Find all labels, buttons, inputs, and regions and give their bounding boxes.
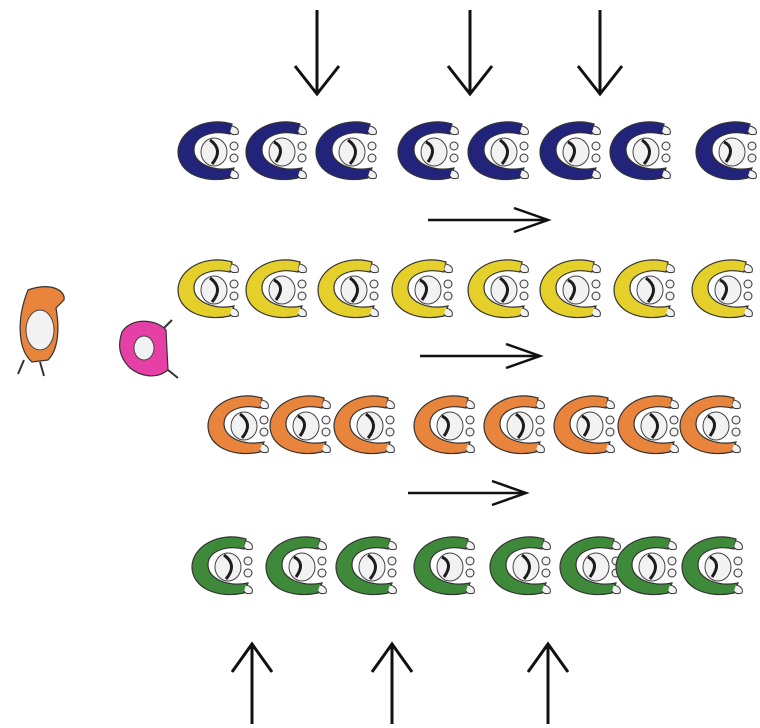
orange-row-figure — [483, 395, 545, 455]
side-figure-orange — [17, 286, 65, 377]
blue-row — [177, 121, 757, 181]
yellow-row-figure — [613, 259, 675, 319]
orange-row-figure — [207, 395, 269, 455]
blue-row-figure — [177, 121, 239, 181]
up-arrow — [370, 641, 414, 724]
orange-row-figure — [413, 395, 475, 455]
green-row-figure — [681, 536, 743, 596]
up-arrow — [526, 641, 570, 724]
yellow-row-figure — [317, 259, 379, 319]
orange-row-figure — [617, 395, 679, 455]
orange-row — [207, 395, 741, 455]
down-arrow — [293, 10, 341, 97]
orange-row-figure — [269, 395, 331, 455]
green-row-figure — [265, 536, 327, 596]
up-arrow — [230, 641, 274, 724]
yellow-row-figure — [391, 259, 453, 319]
right-arrow — [428, 206, 552, 234]
yellow-row-figure — [539, 259, 601, 319]
side-figures — [17, 286, 179, 379]
green-row-figure — [489, 536, 551, 596]
orange-row-figure — [679, 395, 741, 455]
yellow-row-figure — [467, 259, 529, 319]
side-figure-pink — [119, 319, 179, 379]
green-row — [191, 536, 743, 596]
right-arrow — [408, 479, 530, 507]
down-arrow — [446, 10, 494, 97]
blue-row-figure — [315, 121, 377, 181]
blue-row-figure — [539, 121, 601, 181]
down-arrow — [576, 10, 624, 97]
green-row-figure — [335, 536, 397, 596]
green-row-figure — [191, 536, 253, 596]
yellow-row-figure — [691, 259, 753, 319]
right-arrow — [420, 342, 544, 370]
blue-row-figure — [695, 121, 757, 181]
orange-row-figure — [553, 395, 615, 455]
blue-row-figure — [609, 121, 671, 181]
green-row-figure — [615, 536, 677, 596]
yellow-row-figure — [177, 259, 239, 319]
green-row-figure — [413, 536, 475, 596]
blue-row-figure — [397, 121, 459, 181]
orange-row-figure — [333, 395, 395, 455]
blue-row-figure — [245, 121, 307, 181]
arrows — [230, 10, 624, 724]
green-row-figure — [559, 536, 621, 596]
blue-row-figure — [467, 121, 529, 181]
figure-rows — [177, 121, 757, 596]
yellow-row — [177, 259, 753, 319]
yellow-row-figure — [245, 259, 307, 319]
